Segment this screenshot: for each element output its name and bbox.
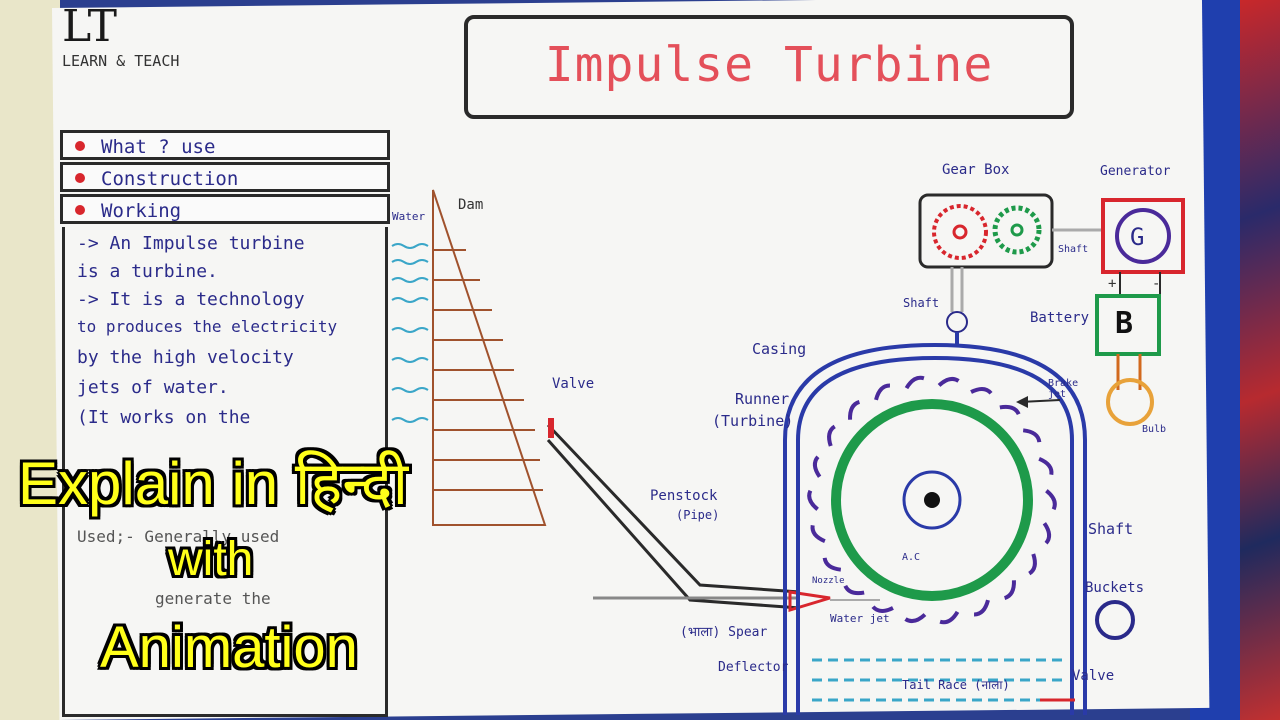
bullet-icon [75, 173, 85, 183]
bullet-icon [75, 205, 85, 215]
rug-background [1240, 0, 1280, 720]
nozzle-icon [788, 590, 831, 613]
casing [783, 342, 1087, 715]
menu-item-label: Working [101, 200, 182, 222]
label-buckets: Buckets [1085, 580, 1145, 596]
overlay-line-2: with [168, 533, 254, 586]
note-line: (It works on the [77, 407, 251, 428]
label-water-jet: Water jet [830, 612, 890, 625]
note-line: is a turbine. [77, 261, 218, 282]
generator-box [1101, 198, 1185, 274]
used-note: Used;- Generally used [77, 527, 280, 546]
bucket-mark [871, 605, 894, 613]
notes-panel: -> An Impulse turbine is a turbine. -> I… [62, 227, 388, 717]
bucket-mark [1003, 580, 1016, 600]
penstock-pipe [546, 423, 801, 610]
bucket-mark [904, 613, 927, 624]
note-line: to produces the electricity [77, 317, 338, 336]
note-line: -> An Impulse turbine [77, 233, 305, 254]
label-penstock: Penstock [650, 488, 718, 504]
bulb-icon [1106, 378, 1154, 426]
generator-symbol: G [1130, 223, 1145, 251]
gen-minus: - [1152, 276, 1161, 292]
shaft-coupling-icon [946, 311, 968, 333]
topic-menu: What ? use Construction Working [60, 130, 390, 226]
label-shaft-right: Shaft [1088, 520, 1134, 538]
menu-item-label: What ? use [101, 136, 216, 158]
label-deflector: Deflector [718, 660, 789, 675]
label-valve: Valve [552, 376, 595, 392]
tail-race-water [812, 658, 1065, 702]
bucket-sample-icon [1095, 600, 1135, 640]
battery-symbol: B [1115, 306, 1134, 341]
overlay-line-1: Explain in हिन्दी [18, 450, 409, 517]
bucket-mark [874, 383, 891, 401]
gear-icon [992, 205, 1042, 255]
bucket-mark [822, 557, 842, 572]
note-line: by the high velocity [77, 347, 294, 368]
label-spear: (भाला) Spear [680, 625, 768, 640]
label-dam: Dam [458, 197, 484, 213]
note-line: -> It is a technology [77, 289, 305, 310]
dam [432, 189, 547, 526]
bucket-mark [810, 525, 826, 544]
runner-wheel [831, 399, 1033, 601]
bucket-mark [1022, 428, 1042, 443]
bucket-mark [904, 375, 925, 390]
bucket-mark [1038, 456, 1054, 475]
bucket-mark [937, 376, 960, 387]
reservoir-water [391, 243, 429, 423]
label-turbine: (Turbine) [712, 412, 794, 430]
bucket-mark [1045, 489, 1057, 511]
bucket-mark [999, 404, 1021, 416]
overlay-line-3: Animation [100, 615, 358, 680]
logo-tagline: LEARN & TEACH [62, 52, 180, 70]
bucket-mark [1028, 553, 1037, 576]
label-nozzle: Nozzle [812, 576, 845, 586]
brand-logo: LT LEARN & TEACH [62, 1, 180, 71]
label-brake-jet: Brake jet [1048, 378, 1079, 400]
valve-icon [548, 418, 554, 438]
label-runner: Runner [735, 390, 790, 408]
label-generator: Generator [1100, 164, 1171, 179]
bucket-mark [973, 599, 990, 617]
buckets [807, 375, 1057, 625]
bucket-mark [970, 387, 993, 395]
page-title: Impulse Turbine [544, 37, 994, 93]
menu-item-label: Construction [101, 168, 239, 190]
menu-item-working[interactable]: Working [60, 194, 390, 224]
battery-box [1095, 294, 1161, 356]
gen-plus: + [1108, 276, 1117, 292]
label-pipe: (Pipe) [676, 508, 720, 522]
label-valve-bottom: Valve [1072, 668, 1115, 684]
bucket-mark [1042, 522, 1052, 545]
bucket-mark [848, 400, 861, 420]
label-bulb: Bulb [1142, 424, 1167, 435]
used-note: generate the [155, 589, 271, 608]
bucket-mark [807, 489, 819, 511]
menu-item-what-use[interactable]: What ? use [60, 130, 390, 160]
label-casing: Casing [752, 340, 807, 358]
bucket-mark [812, 455, 822, 478]
note-line: jets of water. [77, 377, 229, 398]
bullet-icon [75, 141, 85, 151]
label-tail-race: Tail Race (नाला) [902, 678, 1010, 692]
label-water: Water [392, 210, 426, 223]
bucket-mark [827, 424, 836, 447]
gear-icon [932, 204, 988, 260]
label-shaft-top: Shaft [1058, 244, 1089, 255]
title-box: Impulse Turbine [464, 15, 1074, 119]
menu-item-construction[interactable]: Construction [60, 162, 390, 192]
label-battery: Battery [1030, 310, 1090, 326]
label-ac: A.C [902, 552, 921, 563]
logo-mark: LT [62, 1, 117, 52]
left-background [0, 0, 60, 720]
bucket-mark [939, 610, 960, 625]
label-shaft-mid: Shaft [903, 296, 940, 310]
label-gear-box: Gear Box [942, 162, 1010, 178]
bucket-mark [843, 584, 865, 596]
